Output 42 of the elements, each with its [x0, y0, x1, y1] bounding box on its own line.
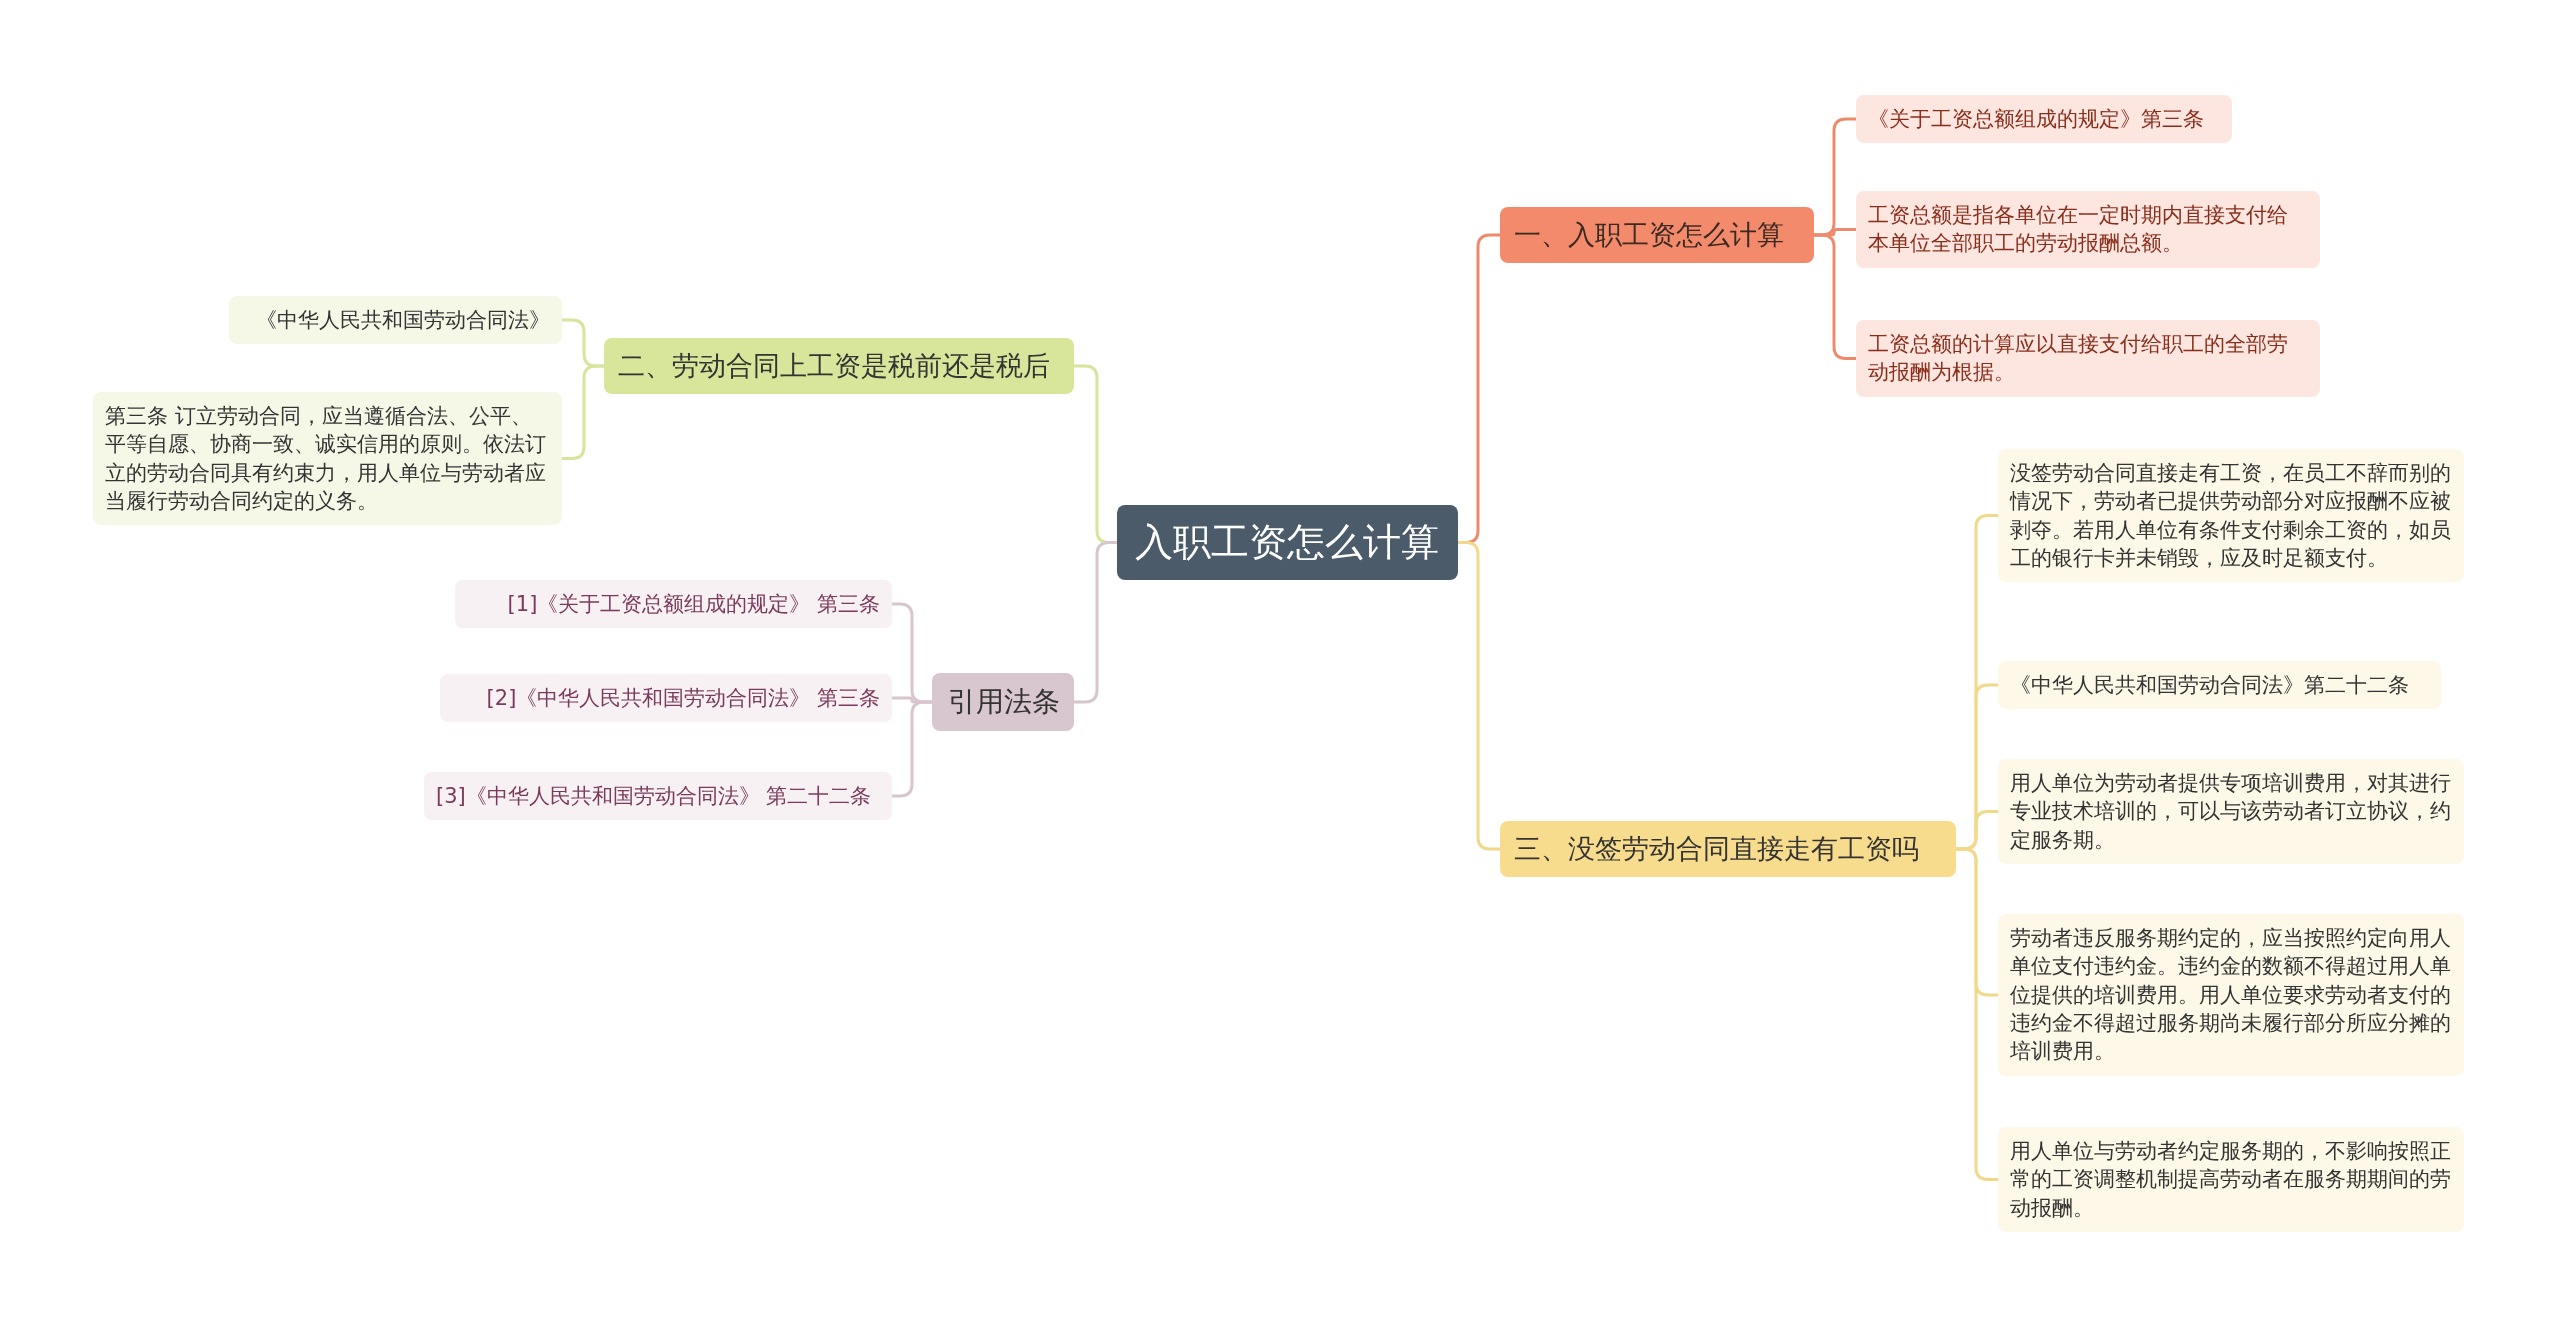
- branch-topic: [604, 338, 1074, 395]
- topic-text: [3]《中华人民共和国劳动合同法》 第二十二条: [436, 783, 872, 810]
- topic-text: [2]《中华人民共和国劳动合同法》 第三条: [486, 685, 880, 712]
- topic-text: 工资总额的计算应以直接支付给职工的全部劳动报酬为根据。: [1868, 331, 2289, 387]
- topic-text: 引用法条: [948, 684, 1060, 720]
- subtopic: [1998, 661, 2441, 710]
- topic-text: 《中华人民共和国劳动合同法》第二十二条: [2010, 672, 2409, 699]
- topic-text: 工资总额是指各单位在一定时期内直接支付给本单位全部职工的劳动报酬总额。: [1868, 202, 2289, 258]
- subtopic: [1998, 1127, 2464, 1233]
- subtopic: [1998, 449, 2464, 583]
- subtopic: [1856, 191, 2320, 268]
- central-topic: [1117, 505, 1458, 581]
- branch-line: [1074, 541, 1117, 704]
- subtopic: [1998, 759, 2464, 865]
- topic-text: [1]《关于工资总额组成的规定》 第三条: [507, 591, 880, 618]
- topic-text: 入职工资怎么计算: [1135, 519, 1439, 566]
- topic-text: 一、入职工资怎么计算: [1514, 218, 1784, 252]
- topic-text: 用人单位为劳动者提供专项培训费用，对其进行专业技术培训的，可以与该劳动者订立协议，约定服务期。: [2010, 770, 2452, 854]
- branch-line: [1458, 541, 1500, 851]
- branch-line: [1956, 847, 1998, 1181]
- branch-topic: [932, 673, 1074, 731]
- branch-line: [562, 364, 604, 460]
- topic-text: 《关于工资总额组成的规定》第三条: [1868, 106, 2204, 133]
- branch-topic: [1500, 821, 1956, 878]
- topic-text: 二、劳动合同上工资是税前还是税后: [618, 349, 1050, 383]
- topic-text: 第三条 订立劳动合同，应当遵循合法、公平、平等自愿、协商一致、诚实信用的原则。依法订立的劳动合同具有约束力，用人单位与劳动者应当履行劳动合同约定的义务。: [105, 403, 547, 516]
- topic-text: 劳动者违反服务期约定的，应当按照约定向用人单位支付违约金。违约金的数额不得超过用人单位提供的培训费用。用人单位要求劳动者支付的违约金不得超过服务期尚未履行部分所应分摊的培训费用。: [2010, 925, 2452, 1066]
- subtopic: [229, 296, 562, 345]
- topic-text: 没签劳动合同直接走有工资，在员工不辞而别的情况下，劳动者已提供劳动部分对应报酬不应被剥夺。若用人单位有条件支付剩余工资的，如员工的银行卡并未销毁，应及时足额支付。: [2010, 460, 2452, 573]
- branch-line: [1814, 233, 1856, 360]
- subtopic: [455, 580, 892, 629]
- branch-topic: [1500, 207, 1814, 264]
- topic-text: 《中华人民共和国劳动合同法》: [256, 307, 550, 334]
- subtopic: [1998, 914, 2464, 1076]
- subtopic: [440, 674, 892, 723]
- subtopic: [1856, 320, 2320, 397]
- branch-line: [892, 700, 932, 798]
- subtopic: [1856, 95, 2232, 144]
- subtopic: [424, 772, 892, 821]
- subtopic: [93, 392, 562, 526]
- topic-text: 三、没签劳动合同直接走有工资吗: [1514, 832, 1919, 866]
- topic-text: 用人单位与劳动者约定服务期的，不影响按照正常的工资调整机制提高劳动者在服务期期间的劳动报酬。: [2010, 1138, 2452, 1222]
